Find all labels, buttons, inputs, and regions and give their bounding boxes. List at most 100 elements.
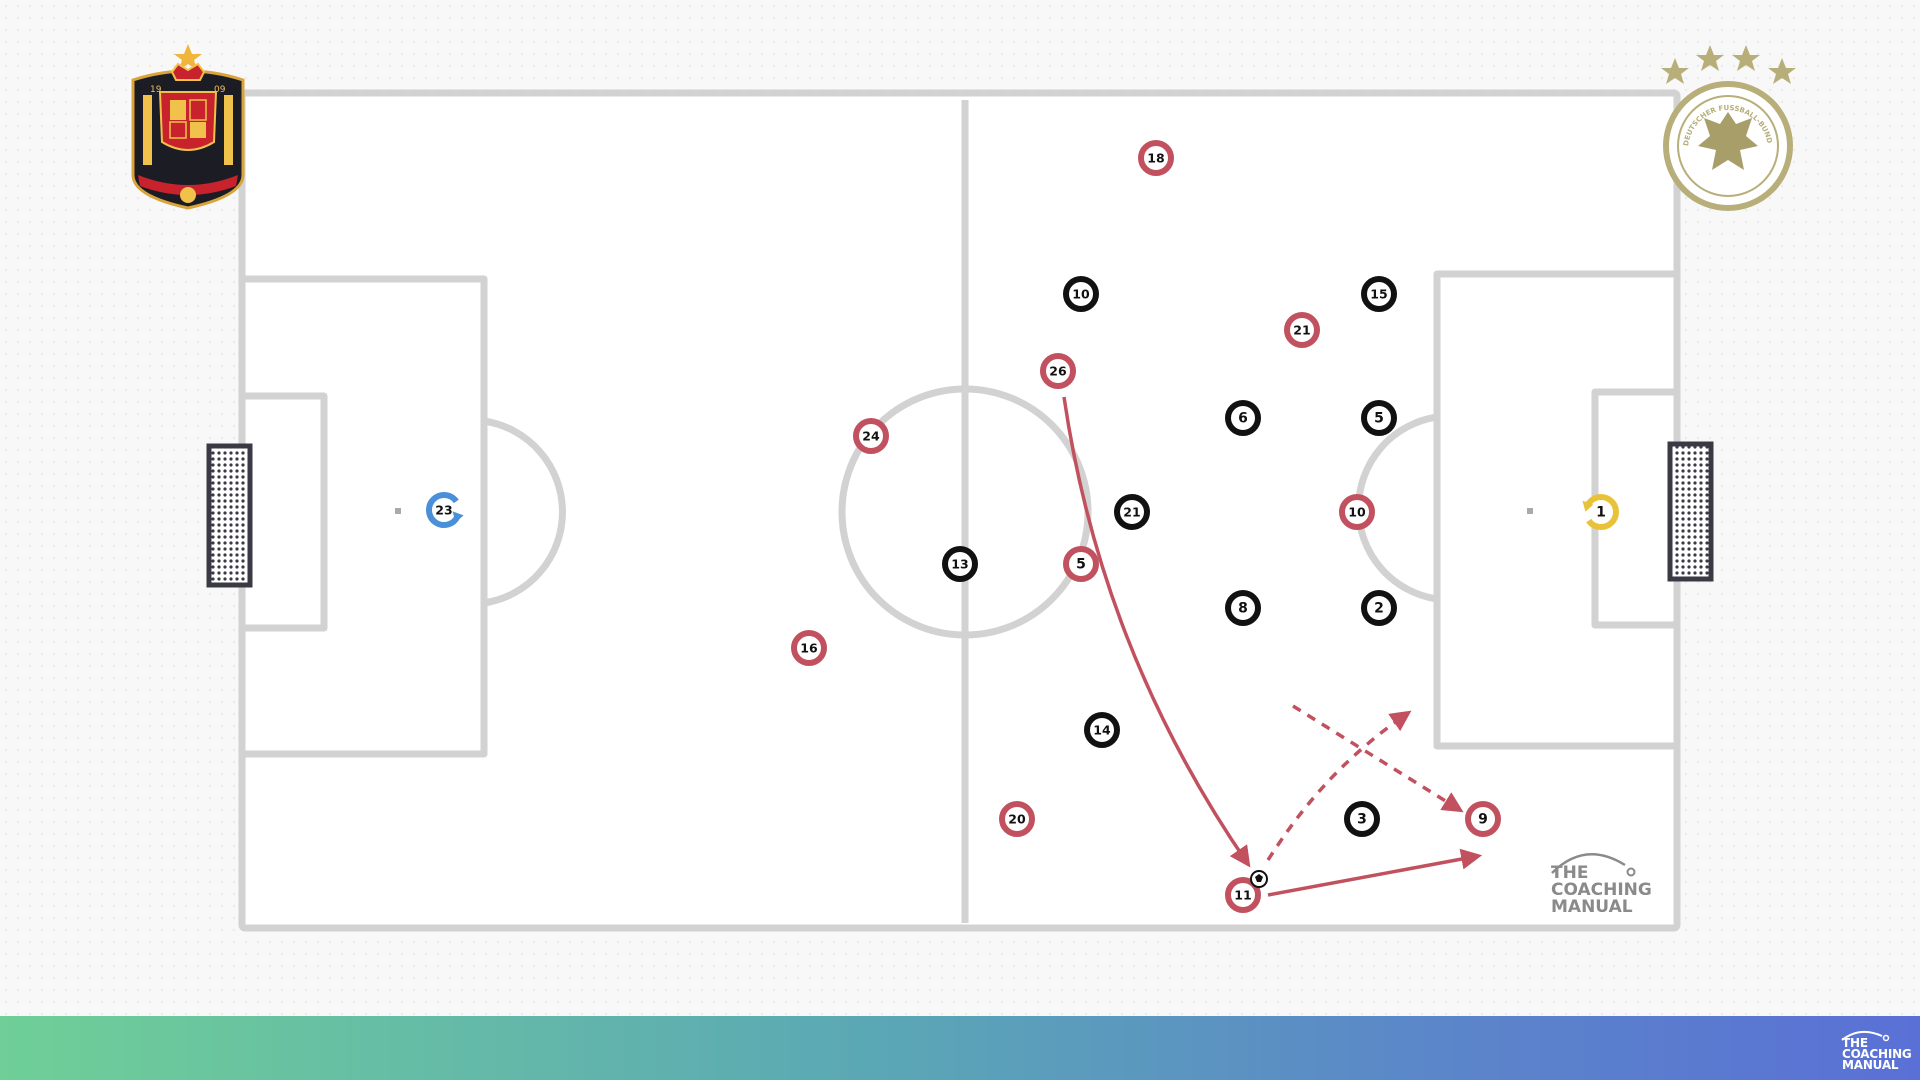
- spain-crest-year-right: 09: [214, 85, 226, 95]
- spain-player-16[interactable]: 16: [791, 630, 827, 666]
- germany-player-10[interactable]: 10: [1063, 276, 1099, 312]
- run-11-forward: [1266, 710, 1412, 861]
- germany-star-icon: [1696, 45, 1724, 71]
- spain-player-26[interactable]: 26: [1040, 353, 1076, 389]
- germany-player-21[interactable]: 21: [1114, 494, 1150, 530]
- germany-player-8[interactable]: 8: [1225, 590, 1261, 626]
- watermark-line-1: THE: [1551, 863, 1588, 883]
- spain-player-21[interactable]: 21: [1284, 312, 1320, 348]
- germany-player-13[interactable]: 13: [942, 546, 978, 582]
- spain-player-10[interactable]: 10: [1339, 494, 1375, 530]
- player-number: 21: [1293, 323, 1310, 338]
- player-marker: [1465, 801, 1501, 837]
- corner-logo-line-1: THE: [1842, 1036, 1868, 1050]
- player-number: 13: [951, 557, 968, 572]
- spain-crest-year-left: 19: [150, 85, 162, 95]
- player-number: 10: [1348, 505, 1366, 520]
- player-number: 6: [1238, 411, 1248, 427]
- player-marker: [853, 418, 889, 454]
- player-number: 9: [1478, 812, 1488, 828]
- player-number: 14: [1093, 723, 1111, 738]
- corner-logo-swoosh-icon: [1841, 1030, 1890, 1042]
- player-marker: [1361, 590, 1397, 626]
- germany-player-6[interactable]: 6: [1225, 400, 1261, 436]
- player-number: 3: [1357, 812, 1367, 828]
- germany-player-14[interactable]: 14: [1084, 712, 1120, 748]
- spain-player-23[interactable]: 23: [426, 492, 464, 528]
- player-number: 20: [1008, 812, 1026, 827]
- ball-icon: [1250, 870, 1268, 888]
- germany-star-icon: [1768, 58, 1796, 84]
- player-number: 8: [1238, 601, 1248, 617]
- players: 23 18 26 21 24 5 10 16 20 11 9 1 10 15 6 5 21 13 8 2 14 3: [426, 140, 1619, 913]
- watermark-swoosh-icon: [1551, 853, 1626, 874]
- pitch-outline: [238, 89, 1681, 932]
- spain-player-20[interactable]: 20: [999, 801, 1035, 837]
- player-marker: [1284, 312, 1320, 348]
- player-marker: [1063, 276, 1099, 312]
- player-marker: [1063, 546, 1099, 582]
- spain-star-icon: [174, 44, 202, 70]
- germany-crest-icon: DEUTSCHER FUSSBALL-BUND: [1661, 45, 1796, 211]
- player-number: 11: [1234, 888, 1251, 903]
- spain-crest-icon: 19 09: [131, 44, 245, 210]
- germany-player-2[interactable]: 2: [1361, 590, 1397, 626]
- player-marker: [999, 801, 1035, 837]
- player-number: 23: [435, 503, 452, 518]
- spain-player-18[interactable]: 18: [1138, 140, 1174, 176]
- watermark-line-2: COACHING: [1551, 880, 1652, 900]
- spain-player-11[interactable]: 11: [1225, 877, 1261, 913]
- left-goal: [206, 443, 253, 588]
- player-number: 5: [1374, 411, 1384, 427]
- player-number: 15: [1370, 287, 1387, 302]
- player-marker: [1339, 494, 1375, 530]
- player-number: 24: [862, 429, 880, 444]
- player-marker: [1040, 353, 1076, 389]
- player-number: 21: [1123, 505, 1140, 520]
- player-marker: [1361, 400, 1397, 436]
- player-number: 16: [800, 641, 818, 656]
- goalkeeper-ring-icon: [1584, 494, 1619, 530]
- pass-26-to-11: [1062, 396, 1251, 868]
- left-penalty-spot: [395, 508, 401, 514]
- player-marker: [791, 630, 827, 666]
- goalkeeper-arrow-icon: [452, 511, 464, 523]
- player-number: 1: [1596, 505, 1606, 521]
- spain-player-9[interactable]: 9: [1465, 801, 1501, 837]
- pitch: [238, 89, 1681, 932]
- coaching-manual-logo: THE COACHING MANUAL: [1820, 1028, 1912, 1074]
- goalkeeper-ring-icon: [426, 492, 461, 528]
- spain-player-5[interactable]: 5: [1063, 546, 1099, 582]
- right-goal: [1667, 441, 1714, 582]
- germany-star-icon: [1732, 45, 1760, 71]
- player-marker: [1114, 494, 1150, 530]
- movements: [1062, 396, 1483, 897]
- watermark-line-3: MANUAL: [1551, 897, 1633, 917]
- player-marker: [1138, 140, 1174, 176]
- bottom-gradient-bar: [0, 1016, 1920, 1080]
- player-number: 2: [1374, 601, 1384, 617]
- player-number: 26: [1049, 364, 1067, 379]
- player-marker: [1225, 590, 1261, 626]
- player-number: 5: [1076, 557, 1086, 573]
- player-number: 18: [1147, 151, 1164, 166]
- left-penalty-arc: [483, 417, 566, 607]
- germany-player-3[interactable]: 3: [1344, 801, 1380, 837]
- germany-star-icon: [1661, 58, 1689, 84]
- player-marker: [1084, 712, 1120, 748]
- corner-logo-line-3: MANUAL: [1842, 1058, 1899, 1072]
- spain-player-24[interactable]: 24: [853, 418, 889, 454]
- right-penalty-spot: [1527, 508, 1533, 514]
- player-marker: [1361, 276, 1397, 312]
- germany-player-15[interactable]: 15: [1361, 276, 1397, 312]
- germany-player-1[interactable]: 1: [1582, 494, 1619, 530]
- player-marker: [1225, 877, 1261, 913]
- player-marker: [1225, 400, 1261, 436]
- pass-11-to-9: [1267, 848, 1483, 897]
- goalkeeper-arrow-icon: [1582, 500, 1594, 512]
- player-number: 10: [1072, 287, 1090, 302]
- watermark: THE COACHING MANUAL: [1551, 853, 1652, 917]
- germany-player-5[interactable]: 5: [1361, 400, 1397, 436]
- player-marker: [942, 546, 978, 582]
